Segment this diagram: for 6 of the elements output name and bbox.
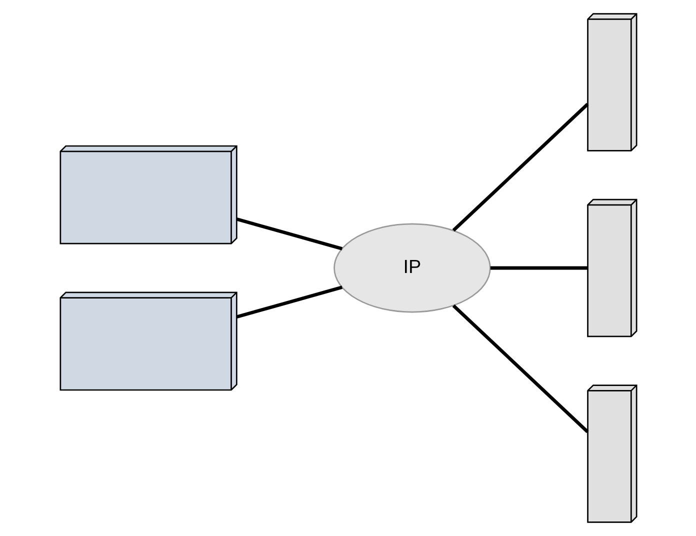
connector (236, 218, 342, 250)
connector (452, 102, 588, 232)
connector (452, 304, 588, 434)
node-ellipse: IP (333, 223, 490, 313)
connector (236, 286, 342, 318)
connector (490, 266, 588, 270)
